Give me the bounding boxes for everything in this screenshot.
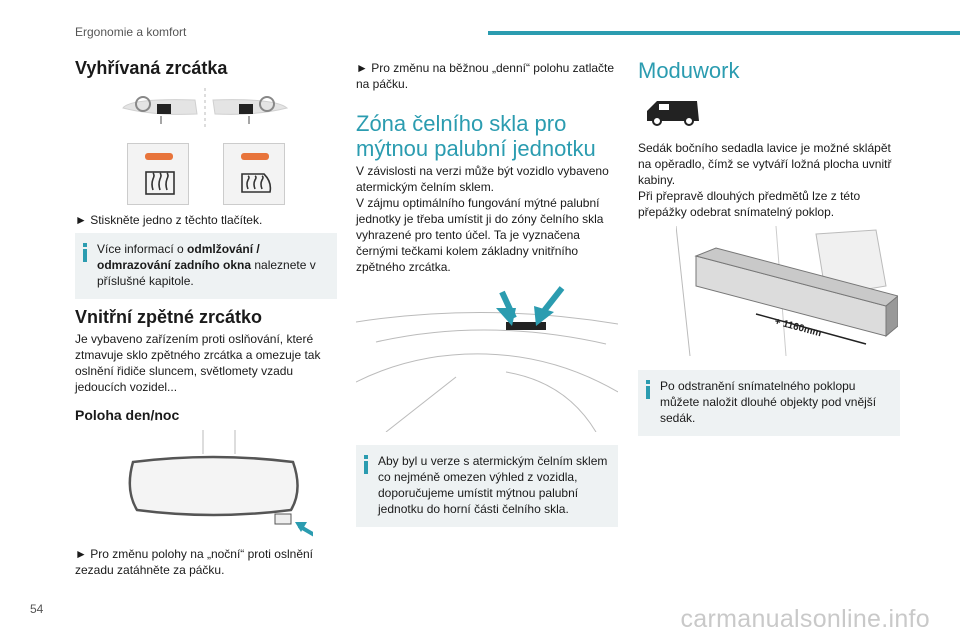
heated-mirrors-title: Vyhřívaná zrcátka	[75, 58, 228, 78]
info-note: Po odstranění snímatelného poklopu můžet…	[638, 370, 900, 436]
mirror-defrost-icon	[241, 173, 272, 193]
info-note: Aby byl u verze s atermickým čelním skle…	[356, 445, 618, 527]
toll-zone-text: V závislosti na verzi může být vozidlo v…	[356, 164, 609, 274]
info-icon	[364, 455, 369, 474]
note-text: Více informací o odmlžování / odmrazován…	[97, 242, 316, 288]
day-night-title: Poloha den/noc	[75, 407, 180, 423]
moduwork-text: Sedák bočního sedadla lavice je možné sk…	[638, 141, 892, 219]
rearview-mirror-illustration	[128, 430, 313, 537]
header-accent-bar	[488, 31, 960, 35]
page-number: 54	[30, 602, 44, 616]
rear-defrost-icon	[145, 171, 175, 195]
windscreen-zone-illustration	[356, 286, 618, 432]
note-text: Aby byl u verze s atermickým čelním skle…	[378, 454, 608, 516]
toll-zone-title: Zóna čelního skla pro mýtnou palubní jed…	[356, 111, 596, 161]
running-header: Ergonomie a komfort	[75, 25, 187, 39]
info-icon	[83, 243, 88, 262]
van-icon	[647, 101, 699, 126]
night-position-instruction: ► Pro změnu polohy na „noční“ proti osln…	[75, 547, 314, 577]
indicator-led	[145, 153, 173, 160]
rearview-mirror-title: Vnitřní zpětné zrcátko	[75, 307, 263, 327]
moduwork-title: Moduwork	[638, 58, 740, 83]
note-text: Po odstranění snímatelného poklopu můžet…	[660, 379, 877, 425]
indicator-led	[241, 153, 269, 160]
cargo-load-illustration: + 1160mm	[676, 226, 898, 356]
info-icon	[646, 380, 651, 399]
rear-defrost-button[interactable]	[127, 143, 189, 205]
mirror-defrost-button[interactable]	[223, 143, 285, 205]
info-note: Více informací o odmlžování / odmrazován…	[75, 233, 337, 299]
heated-instruction: ► Stiskněte jedno z těchto tlačítek.	[75, 213, 263, 227]
rearview-mirror-text: Je vybaveno zařízením proti oslňování, k…	[75, 332, 321, 394]
day-position-instruction: ► Pro změnu na běžnou „denní“ polohu zat…	[356, 61, 615, 91]
watermark: carmanualsonline.info	[680, 605, 930, 633]
mirror-steering-illustration	[122, 88, 289, 128]
